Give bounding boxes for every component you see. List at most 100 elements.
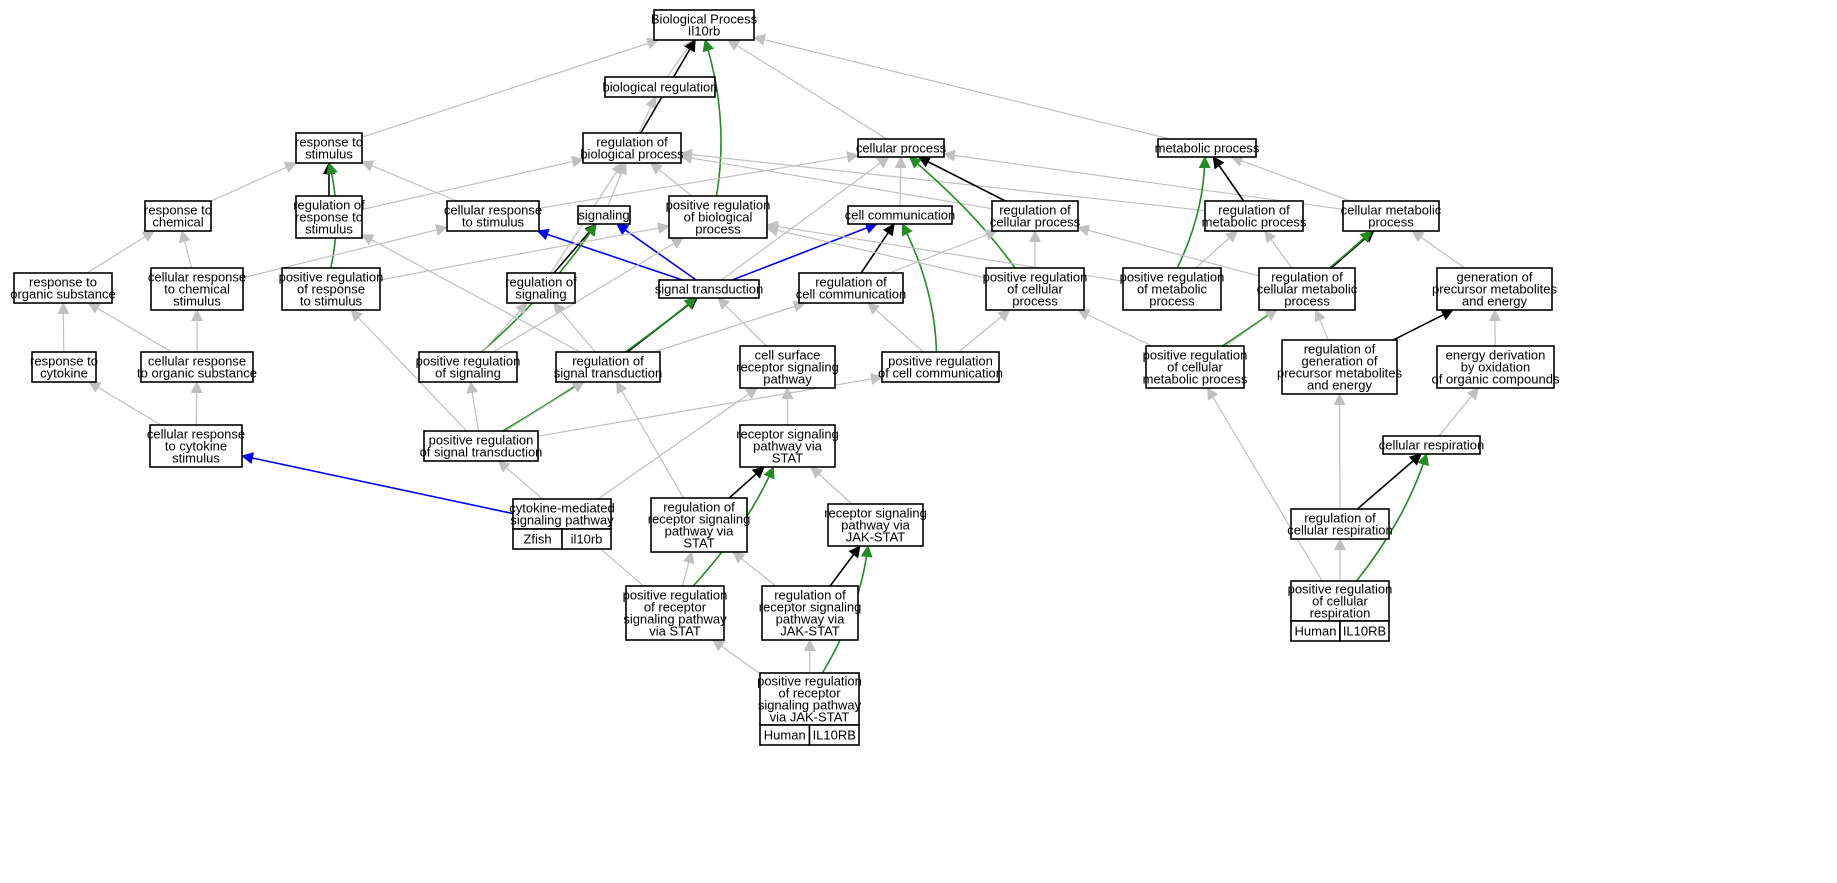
node-label-line: cytokine-mediated xyxy=(509,501,615,516)
node-label-line: stimulus xyxy=(173,294,221,309)
node-breg[interactable]: biological regulation xyxy=(603,76,718,98)
node-box xyxy=(13,272,113,304)
edge-prsig-to-rsig xyxy=(481,302,528,353)
edge-prsig-to-prbp xyxy=(492,237,684,353)
gene-cell xyxy=(808,724,860,746)
edge-st-to-cp xyxy=(720,156,890,281)
node-label-line: positive regulation xyxy=(279,270,384,285)
edge-csrsp-to-st xyxy=(717,297,767,347)
node-label-line: to cytokine xyxy=(165,439,227,454)
node-box xyxy=(847,205,953,225)
node-label-line: JAK-STAT xyxy=(846,530,906,545)
edge-rcc-to-rcp xyxy=(889,229,998,274)
node-label-line: process xyxy=(695,222,741,237)
node-box xyxy=(653,9,755,41)
node-mp[interactable]: metabolic process xyxy=(1155,138,1260,158)
node-label-line: regulation of xyxy=(572,354,644,369)
node-sig[interactable]: signaling xyxy=(577,205,631,225)
node-label-line: response to xyxy=(295,210,363,225)
edge-mp-to-bp xyxy=(753,33,1171,140)
node-label-line: STAT xyxy=(683,536,714,551)
node-label-line: response to xyxy=(29,275,97,290)
node-label-line: organic substance xyxy=(10,287,116,302)
node-box xyxy=(295,195,363,239)
node-box xyxy=(881,351,1000,383)
node-label-line: positive regulation xyxy=(983,270,1088,285)
node-box xyxy=(827,503,924,547)
node-label-line: cellular metabolic xyxy=(1257,282,1358,297)
node-cp[interactable]: cellular process xyxy=(856,138,947,158)
node-box xyxy=(668,195,768,239)
node-box xyxy=(1281,339,1398,395)
node-label-line: biological regulation xyxy=(603,80,718,95)
node-box xyxy=(1436,267,1553,311)
edge-rts-to-bp xyxy=(361,37,660,138)
edge-rtos-to-rtc xyxy=(86,230,155,274)
edge-cr-to-edoc xyxy=(1438,387,1479,437)
node-label-line: of signal transduction xyxy=(420,445,543,460)
node-label-line: regulation of xyxy=(1218,203,1290,218)
node-label-line: signal transduction xyxy=(554,366,662,381)
node-box xyxy=(423,430,539,462)
node-box xyxy=(506,272,576,304)
edge-cmp-to-mp xyxy=(1230,155,1351,202)
edge-rspjak-to-rspstat xyxy=(810,466,853,505)
edge-prbp-to-bp xyxy=(702,39,722,197)
node-box xyxy=(739,424,836,468)
node-label-line: positive regulation xyxy=(1288,582,1393,597)
node-label-line: precursor metabolites xyxy=(1277,366,1402,381)
edge-prrspjak-to-prrspstat xyxy=(711,639,761,675)
node-box xyxy=(1258,267,1356,311)
node-st[interactable]: signal transduction xyxy=(655,279,763,299)
node-cr[interactable]: cellular respiration xyxy=(1379,435,1485,455)
node-label-line: of metabolic xyxy=(1137,282,1208,297)
edge-rcmp-to-rcp xyxy=(1077,224,1260,277)
edge-rgpme-to-gpme xyxy=(1392,309,1454,341)
edge-rcmp-to-rmp xyxy=(1264,230,1293,269)
node-label-line: cellular process xyxy=(990,215,1081,230)
node-box xyxy=(985,267,1085,311)
edge-rmp-to-mp xyxy=(1212,156,1245,202)
node-cc[interactable]: cell communication xyxy=(845,205,956,225)
edge-prst-to-prrts xyxy=(350,309,468,432)
